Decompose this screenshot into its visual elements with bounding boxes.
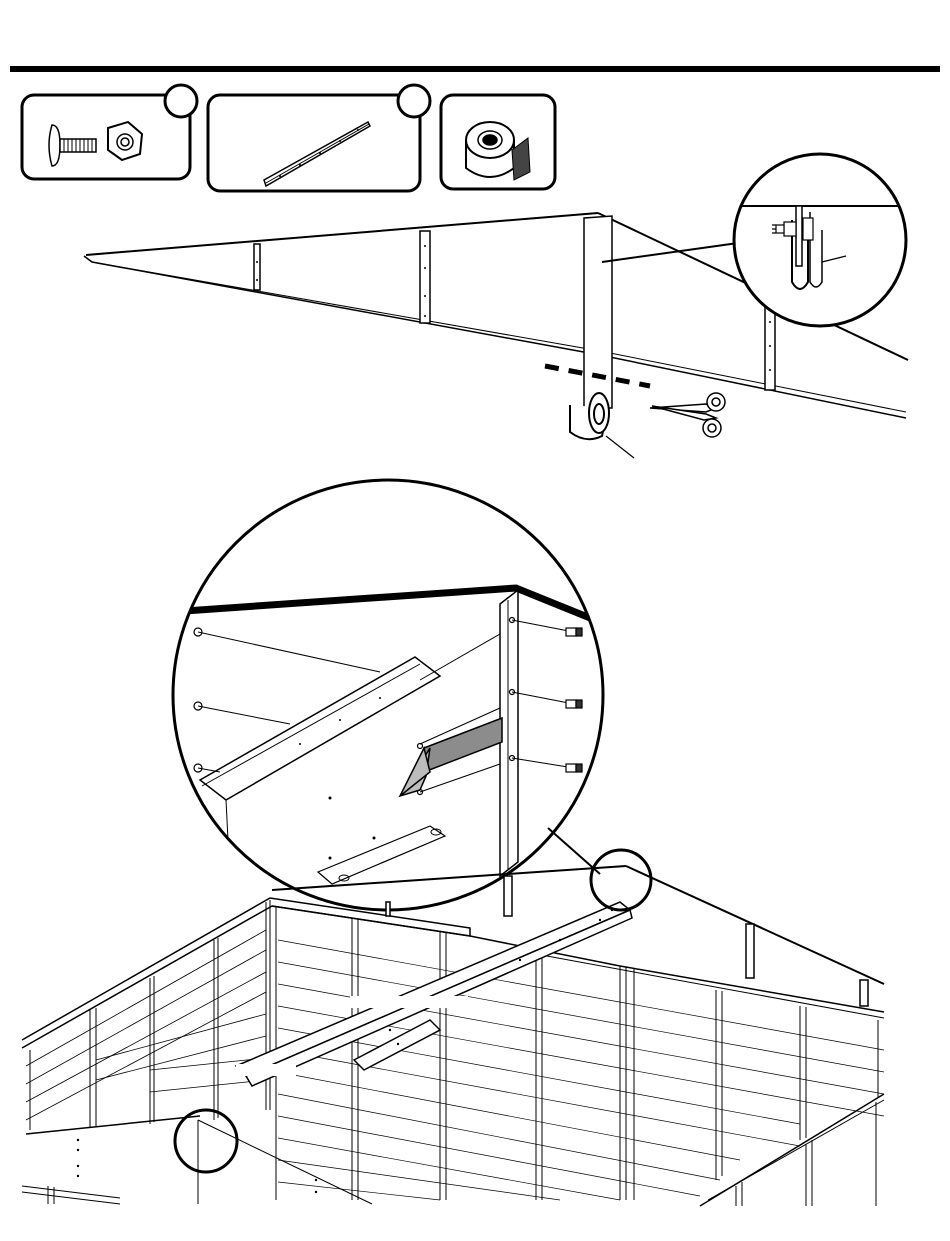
part-box-tape <box>441 95 555 189</box>
frame-rib <box>254 231 775 390</box>
tape-strip <box>584 216 612 408</box>
part-box-angle-strip <box>208 85 430 191</box>
scissors-icon <box>650 393 725 437</box>
shed-frame-illustration <box>22 866 884 1206</box>
header-rule <box>10 66 940 72</box>
part-count-badge <box>165 85 197 117</box>
detail-callout-roof-beam <box>170 480 603 910</box>
part-box-bolt-nut <box>22 85 197 179</box>
part-count-badge <box>398 85 430 117</box>
callout-circle-eave <box>175 1110 237 1172</box>
detail-callout-ridge <box>730 154 910 326</box>
callout-circle-ridge <box>591 850 651 910</box>
